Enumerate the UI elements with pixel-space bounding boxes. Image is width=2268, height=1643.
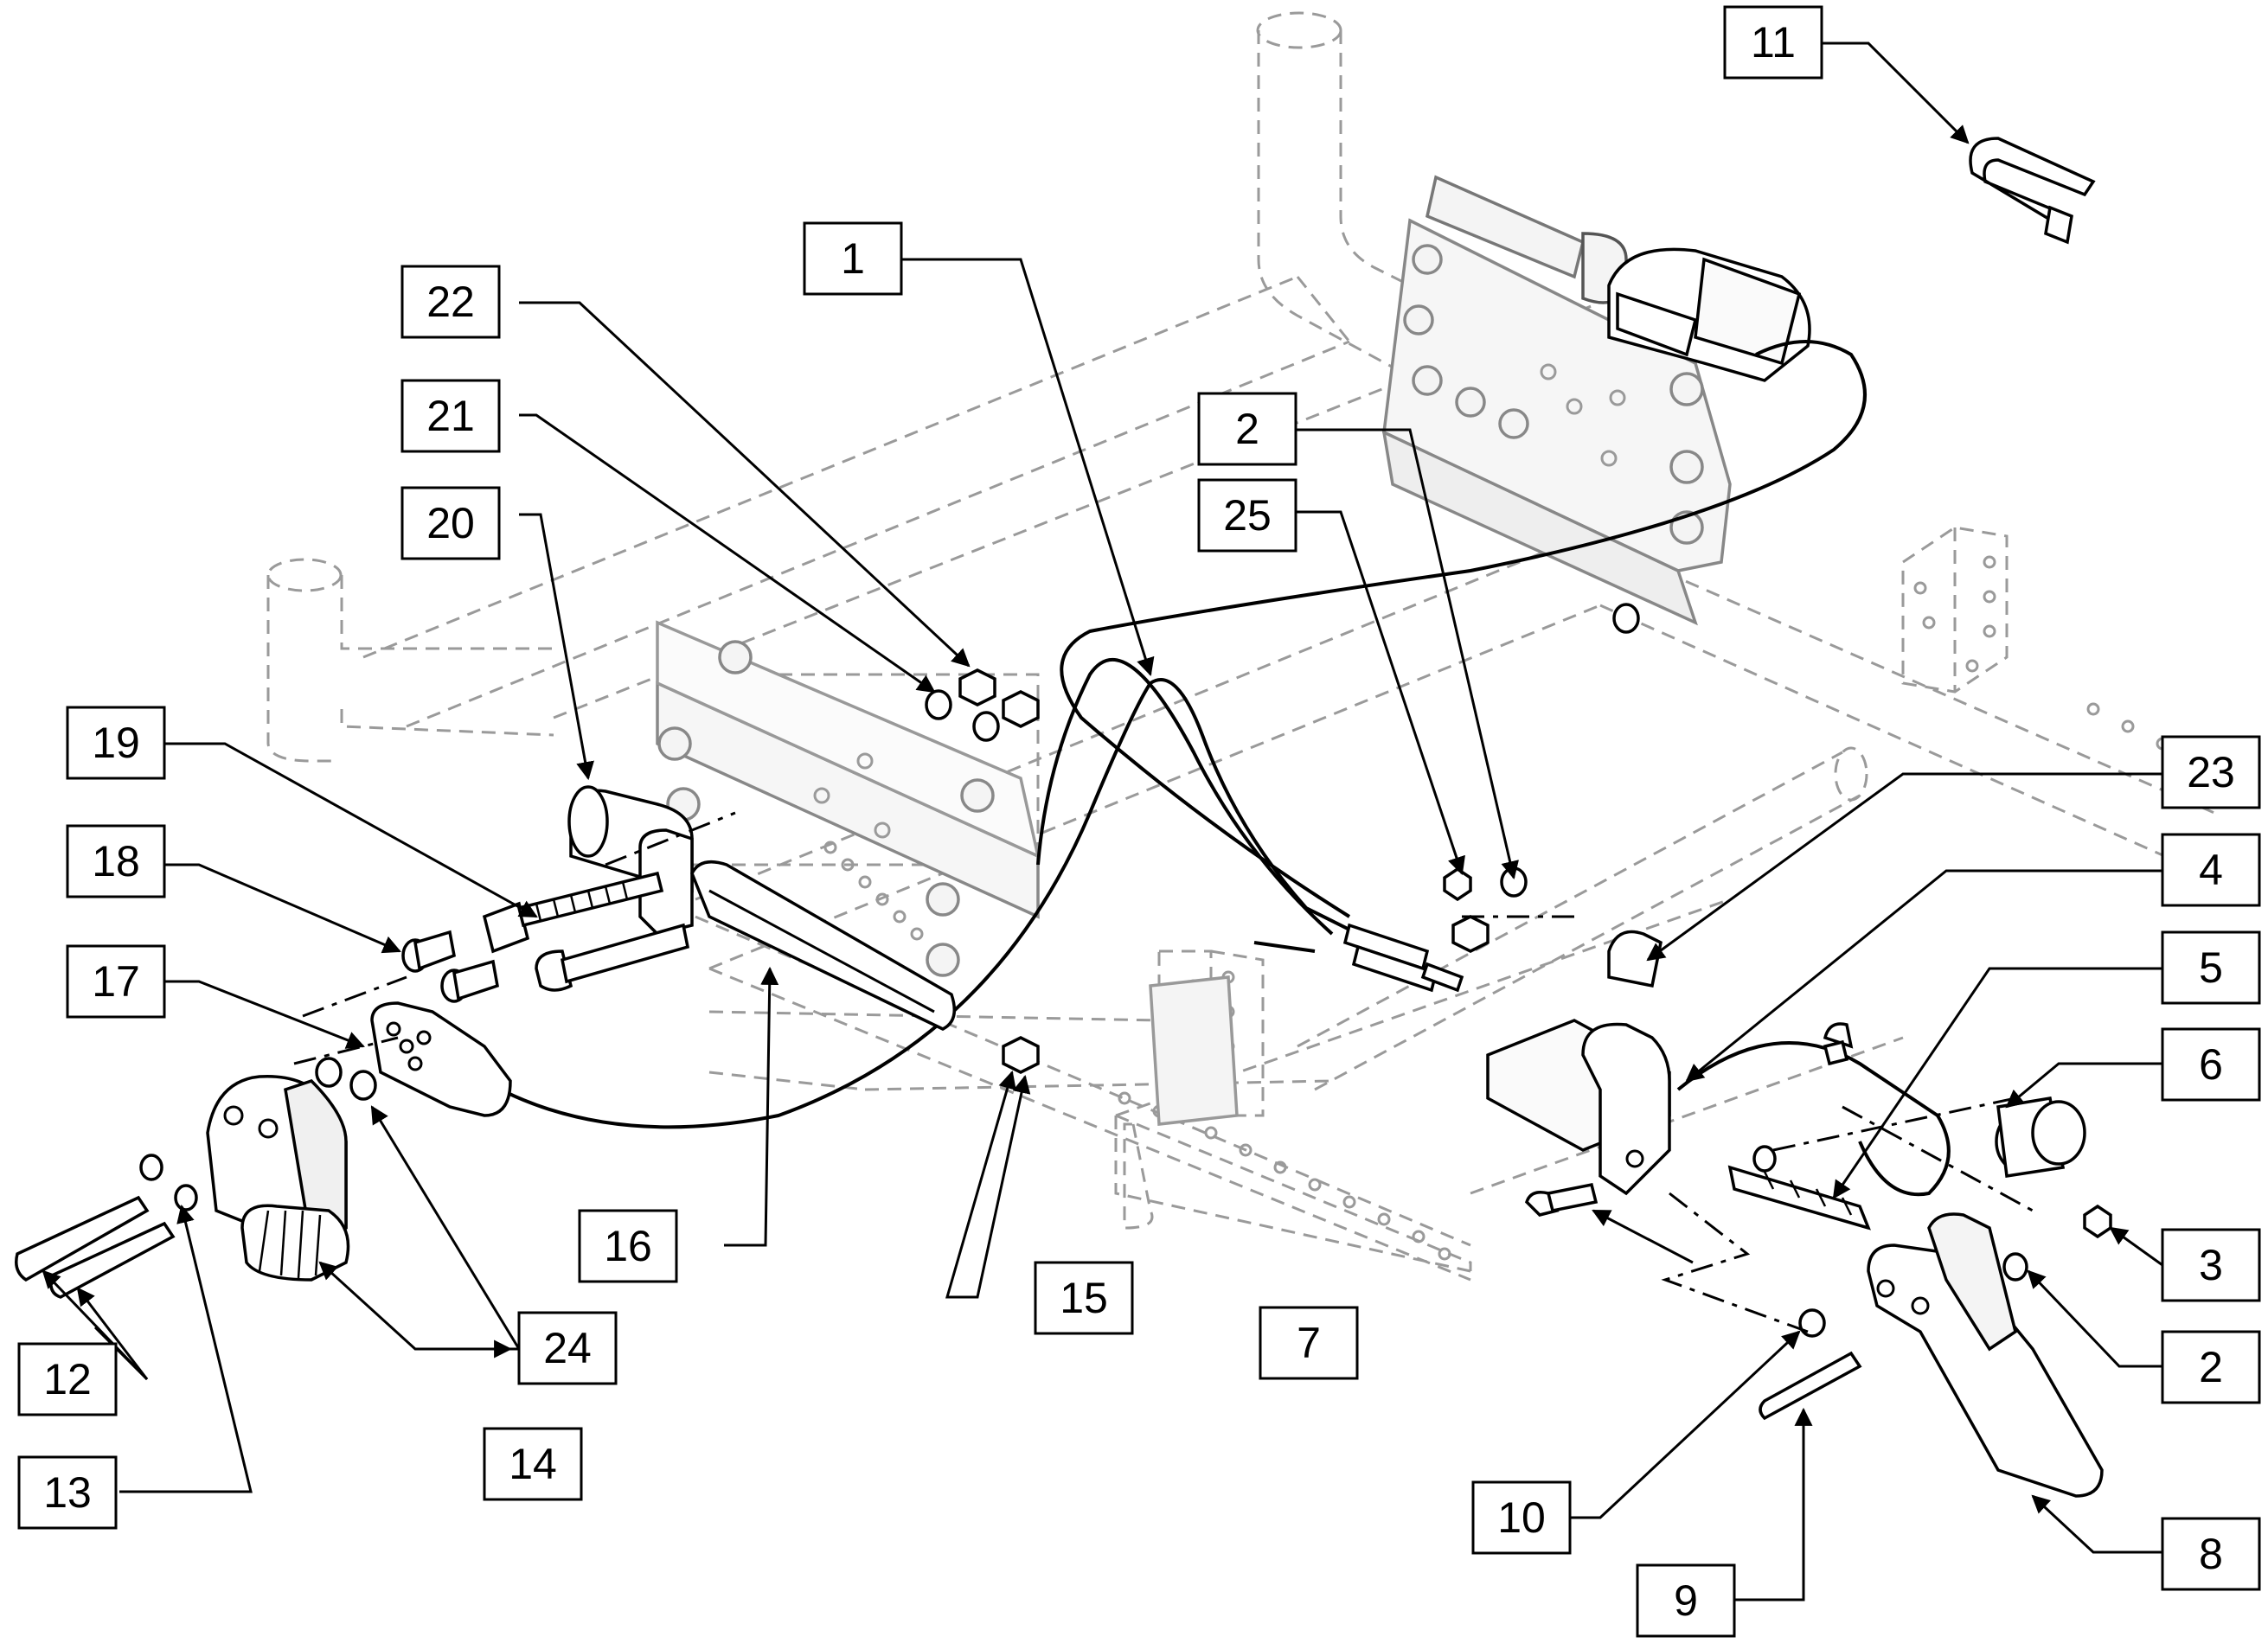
callout-16: 16 xyxy=(578,1209,678,1283)
release-cable xyxy=(484,340,1867,1129)
wheelchair-frame xyxy=(266,11,2224,1282)
callout-1-label: 1 xyxy=(841,234,865,283)
callout-16-label: 16 xyxy=(604,1222,652,1270)
callout-6-label: 6 xyxy=(2199,1040,2223,1089)
callout-9: 9 xyxy=(1636,1563,1736,1638)
callout-11: 11 xyxy=(1723,5,1823,80)
callout-15-label: 15 xyxy=(1060,1274,1108,1322)
callout-7-label: 7 xyxy=(1297,1319,1321,1367)
callout-10-label: 10 xyxy=(1497,1493,1546,1542)
callout-2-upper-label: 2 xyxy=(1235,405,1259,453)
callout-14-label: 14 xyxy=(509,1440,557,1488)
callout-21-label: 21 xyxy=(426,392,475,440)
callout-12: 12 xyxy=(17,1342,118,1416)
callout-21: 21 xyxy=(400,379,501,453)
callout-19-label: 19 xyxy=(92,719,140,767)
right-seat-bracket xyxy=(1381,175,1811,626)
callout-18-label: 18 xyxy=(92,837,140,885)
callout-12-label: 12 xyxy=(43,1355,92,1403)
left-seat-bracket xyxy=(656,620,1239,1126)
callout-20: 20 xyxy=(400,486,501,560)
callout-23: 23 xyxy=(2161,735,2261,809)
callout-11-label: 11 xyxy=(1751,18,1796,67)
callout-8-label: 8 xyxy=(2199,1530,2223,1578)
callout-18: 18 xyxy=(66,824,166,898)
callout-24-label: 24 xyxy=(543,1324,592,1372)
callout-5: 5 xyxy=(2161,930,2261,1005)
callout-5-label: 5 xyxy=(2199,943,2223,992)
callout-15: 15 xyxy=(1034,1261,1134,1335)
callout-2-lower: 2 xyxy=(2161,1330,2261,1404)
callout-17: 17 xyxy=(66,944,166,1019)
callout-17-label: 17 xyxy=(92,957,140,1006)
hardware-nuts-washers xyxy=(925,603,1640,1074)
callout-1: 1 xyxy=(803,221,903,296)
callout-2-upper: 2 xyxy=(1197,392,1297,466)
callout-10: 10 xyxy=(1471,1480,1572,1555)
callout-13: 13 xyxy=(17,1455,118,1530)
callout-25-label: 25 xyxy=(1223,491,1272,540)
callout-22-label: 22 xyxy=(426,278,475,326)
callout-14: 14 xyxy=(483,1427,583,1501)
callout-8: 8 xyxy=(2161,1517,2261,1591)
callout-6: 6 xyxy=(2161,1027,2261,1102)
callout-4-label: 4 xyxy=(2199,846,2223,894)
callout-13-label: 13 xyxy=(43,1468,92,1517)
callout-19: 19 xyxy=(66,706,166,780)
zip-tie xyxy=(1969,137,2096,245)
callout-3: 3 xyxy=(2161,1228,2261,1302)
callouts: 1 2 2 3 4 5 6 7 xyxy=(17,5,2261,1638)
callout-9-label: 9 xyxy=(1674,1576,1698,1625)
left-release-assembly xyxy=(15,785,957,1299)
callout-22: 22 xyxy=(400,265,501,339)
callout-20-label: 20 xyxy=(426,499,475,547)
callout-3-label: 3 xyxy=(2199,1241,2223,1289)
callout-2-lower-label: 2 xyxy=(2199,1343,2223,1391)
callout-25: 25 xyxy=(1197,478,1297,553)
callout-23-label: 23 xyxy=(2187,748,2235,796)
right-release-assembly xyxy=(1486,930,2112,1498)
callout-24: 24 xyxy=(517,1311,618,1385)
callout-7: 7 xyxy=(1259,1306,1359,1380)
alignment-lines-left xyxy=(293,811,1583,1065)
callout-4: 4 xyxy=(2161,833,2261,907)
leader-lines xyxy=(42,42,2163,1601)
